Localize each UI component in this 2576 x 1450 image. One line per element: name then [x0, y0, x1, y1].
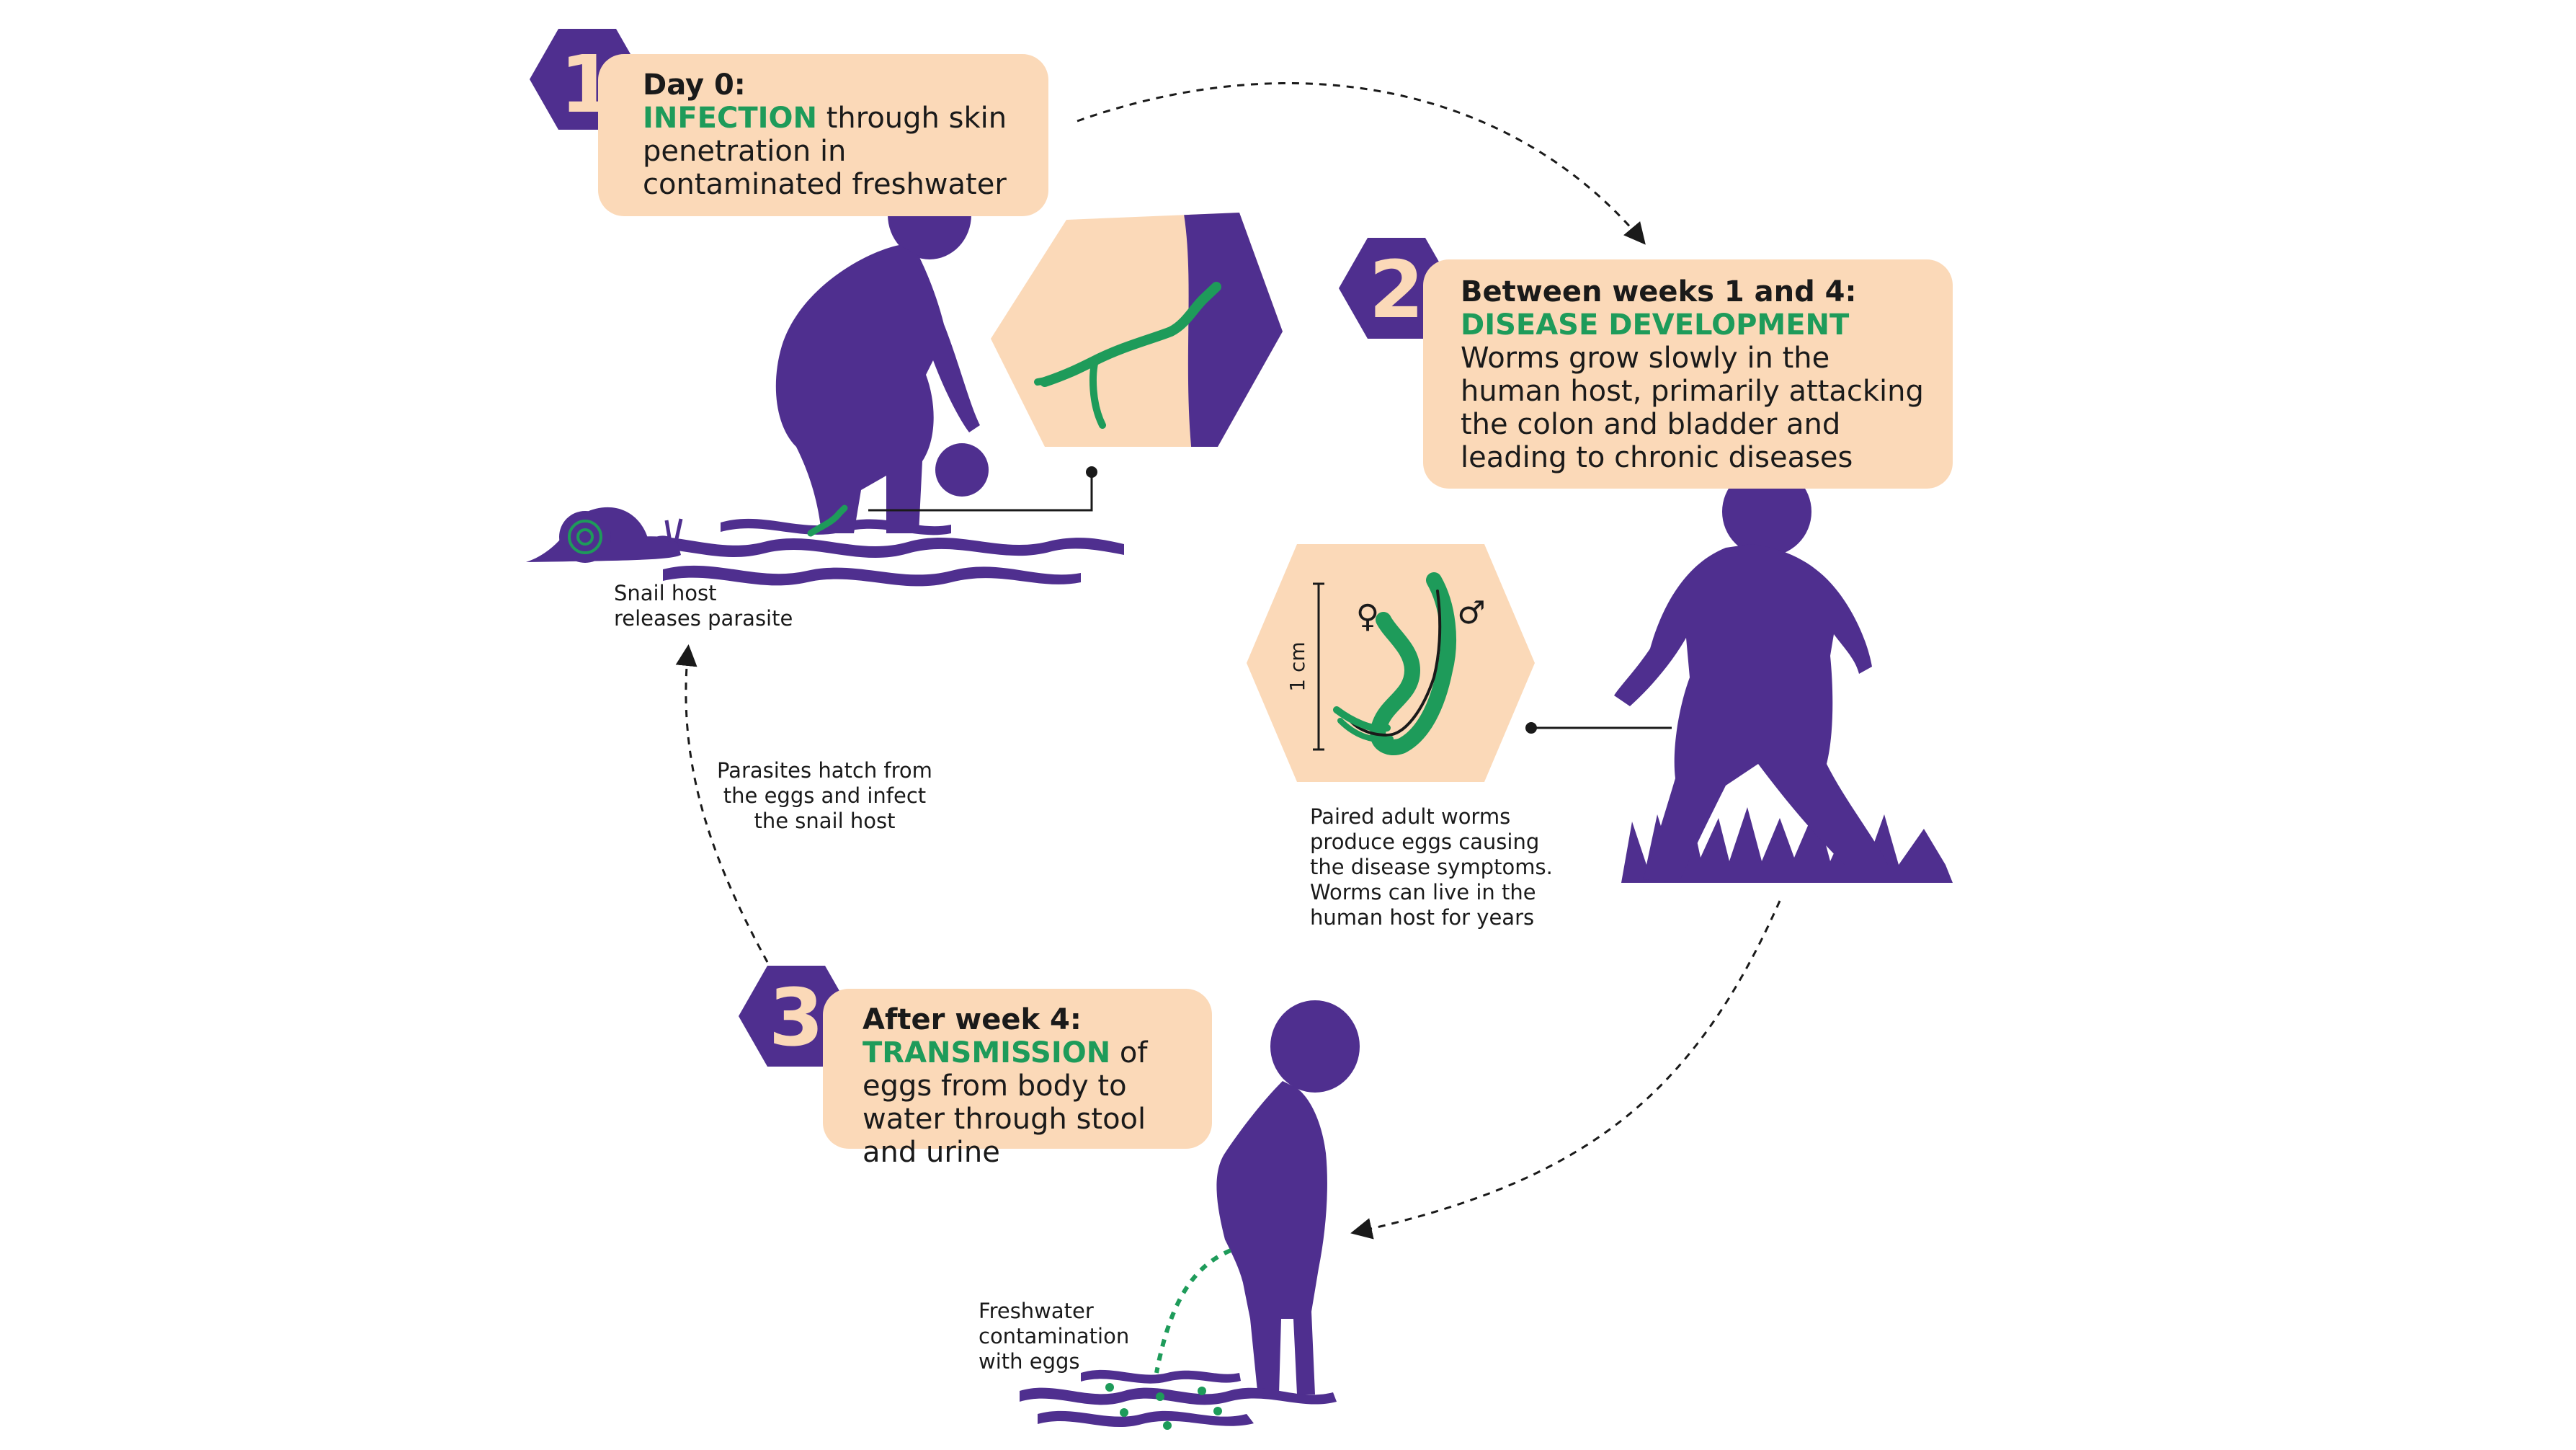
step2-box: Between weeks 1 and 4: DISEASE DEVELOPME…	[1423, 259, 1953, 489]
step3-text: of eggs from body to water through stool…	[863, 1036, 1148, 1169]
zoom-connector-1-dot	[1086, 466, 1097, 478]
water-waves-icon	[620, 518, 1124, 587]
zoom-hexagon-worms: 1 cm ♀ ♂	[1247, 544, 1535, 782]
eggs-icon	[1105, 1383, 1222, 1430]
zoom-connector-2-dot	[1525, 722, 1537, 734]
caption-parasites-hatch: Parasites hatch from the eggs and infect…	[717, 758, 932, 834]
caption-snail-host: Snail host releases parasite	[614, 581, 793, 631]
step1-body: INFECTION through skin penetration in co…	[643, 102, 1048, 201]
step2-illustration: 1 cm ♀ ♂	[1247, 467, 1953, 883]
step3-keyword: TRANSMISSION	[863, 1036, 1111, 1069]
step2-text: Worms grow slowly in the human host, pri…	[1461, 342, 1924, 474]
child-walking-silhouette	[1614, 467, 1888, 883]
worm-pair-icon	[1333, 572, 1456, 755]
male-symbol: ♂	[1457, 595, 1485, 631]
caption-freshwater-contamination: Freshwater contamination with eggs	[979, 1299, 1129, 1374]
step3-heading: After week 4:	[863, 1003, 1082, 1036]
step3-body: TRANSMISSION of eggs from body to water …	[863, 1036, 1199, 1169]
step2-keyword: DISEASE DEVELOPMENT	[1461, 308, 1850, 342]
zoom-connector-1	[868, 474, 1093, 512]
caption-line: contamination	[979, 1324, 1130, 1348]
step1-keyword: INFECTION	[643, 102, 818, 135]
step1-heading: Day 0:	[643, 68, 746, 102]
zoom-hexagon-skin	[991, 213, 1283, 447]
child-standing-silhouette	[1216, 1000, 1360, 1395]
cercaria-entering-icon	[807, 504, 848, 537]
caption-line: with eggs	[979, 1349, 1080, 1374]
caption-line: Parasites hatch from	[717, 758, 932, 783]
caption-line: Worms can live in the	[1310, 880, 1536, 904]
arrow-step1-to-step2	[1077, 81, 1646, 245]
step3-number: 3	[769, 971, 824, 1064]
snail-icon	[526, 507, 683, 563]
step1-text: through skin penetration in contaminated…	[643, 102, 1007, 201]
step2-heading: Between weeks 1 and 4:	[1461, 275, 1857, 308]
caption-line: produce eggs causing	[1310, 829, 1540, 854]
caption-line: Snail host	[614, 581, 717, 605]
caption-line: the disease symptoms.	[1310, 855, 1553, 879]
female-symbol: ♀	[1356, 598, 1379, 635]
step1-box: Day 0: INFECTION through skin penetratio…	[598, 54, 1048, 216]
caption-line: the snail host	[754, 809, 896, 833]
step1-illustration	[526, 170, 1283, 587]
caption-line: releases parasite	[614, 606, 793, 631]
caption-line: Paired adult worms	[1310, 804, 1511, 829]
caption-line: the eggs and infect	[723, 783, 927, 808]
step2-number: 2	[1369, 244, 1425, 336]
urine-stream	[1154, 1248, 1232, 1374]
step3-illustration	[1020, 1000, 1360, 1430]
caption-line: Freshwater	[979, 1299, 1094, 1323]
scale-label: 1 cm	[1285, 641, 1309, 691]
caption-paired-worms: Paired adult worms produce eggs causing …	[1310, 804, 1553, 930]
step3-box: After week 4: TRANSMISSION of eggs from …	[823, 989, 1212, 1169]
water-waves-icon-2	[1020, 1369, 1337, 1428]
caption-line: human host for years	[1310, 905, 1535, 930]
arrow-step2-to-step3	[1350, 900, 1781, 1240]
child-playing-ball-silhouette	[775, 170, 989, 533]
